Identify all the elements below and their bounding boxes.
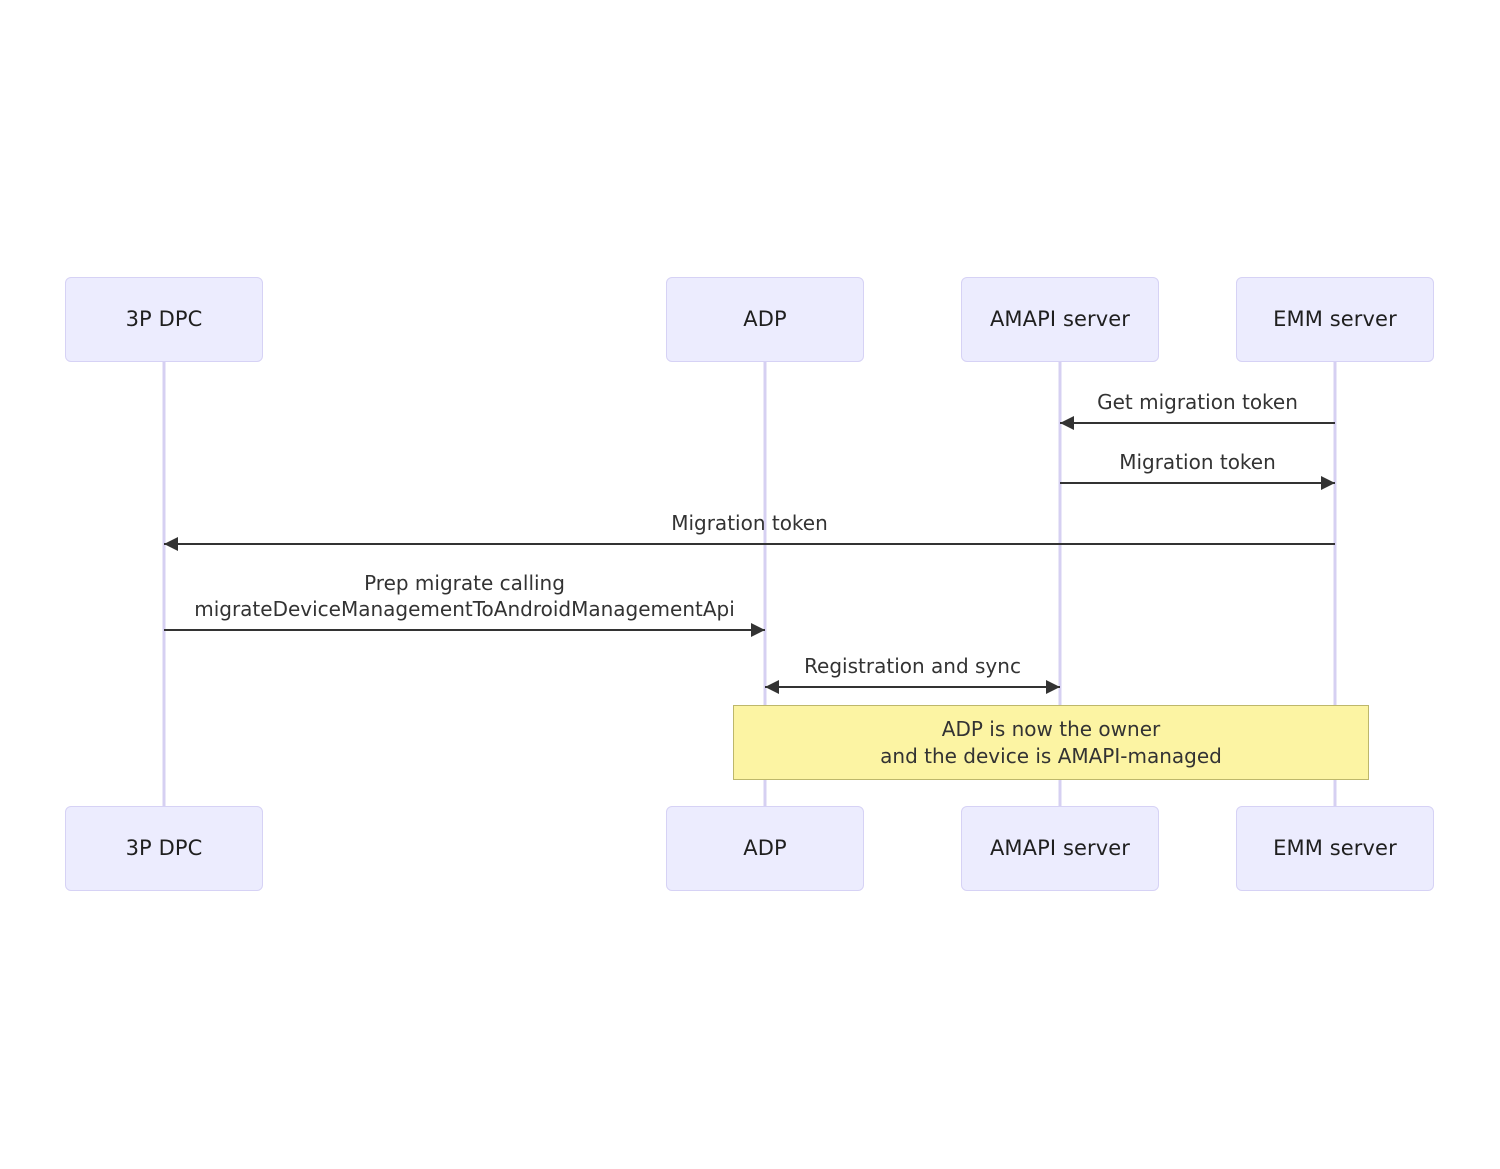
participant-label: ADP — [743, 306, 787, 331]
participant-bottom-dpc[interactable]: 3P DPC — [65, 806, 263, 891]
participant-top-amapi[interactable]: AMAPI server — [961, 277, 1159, 362]
participant-label: EMM server — [1273, 306, 1397, 331]
message-label: Get migration token — [1097, 390, 1298, 414]
participant-top-adp[interactable]: ADP — [666, 277, 864, 362]
lifeline-adp — [763, 362, 767, 806]
message-line — [1060, 422, 1335, 424]
lifeline-emm — [1333, 362, 1337, 806]
participant-bottom-amapi[interactable]: AMAPI server — [961, 806, 1159, 891]
participant-label: ADP — [743, 835, 787, 860]
participant-label: AMAPI server — [989, 306, 1131, 331]
arrowhead-left-icon — [164, 537, 178, 551]
message-label: Prep migrate calling migrateDeviceManage… — [194, 571, 735, 621]
note-text: ADP is now the owner and the device is A… — [880, 716, 1222, 768]
participant-top-dpc[interactable]: 3P DPC — [65, 277, 263, 362]
participant-label: 3P DPC — [125, 835, 203, 860]
participant-label: AMAPI server — [989, 835, 1131, 860]
message-line — [164, 629, 765, 631]
arrowhead-right-icon — [1046, 680, 1060, 694]
message-line — [1060, 482, 1335, 484]
message-line — [164, 543, 1335, 545]
message-label: Migration token — [671, 511, 828, 535]
message-label: Migration token — [1119, 450, 1276, 474]
arrowhead-left-icon — [765, 680, 779, 694]
arrowhead-right-icon — [751, 623, 765, 637]
message-line — [765, 686, 1060, 688]
participant-top-emm[interactable]: EMM server — [1236, 277, 1434, 362]
lifeline-amapi — [1058, 362, 1062, 806]
arrowhead-left-icon — [1060, 416, 1074, 430]
lifeline-dpc — [162, 362, 166, 806]
arrowhead-right-icon — [1321, 476, 1335, 490]
note-n1: ADP is now the owner and the device is A… — [733, 705, 1369, 780]
participant-label: EMM server — [1273, 835, 1397, 860]
participant-label: 3P DPC — [125, 306, 203, 331]
participant-bottom-adp[interactable]: ADP — [666, 806, 864, 891]
message-label: Registration and sync — [804, 654, 1021, 678]
participant-bottom-emm[interactable]: EMM server — [1236, 806, 1434, 891]
